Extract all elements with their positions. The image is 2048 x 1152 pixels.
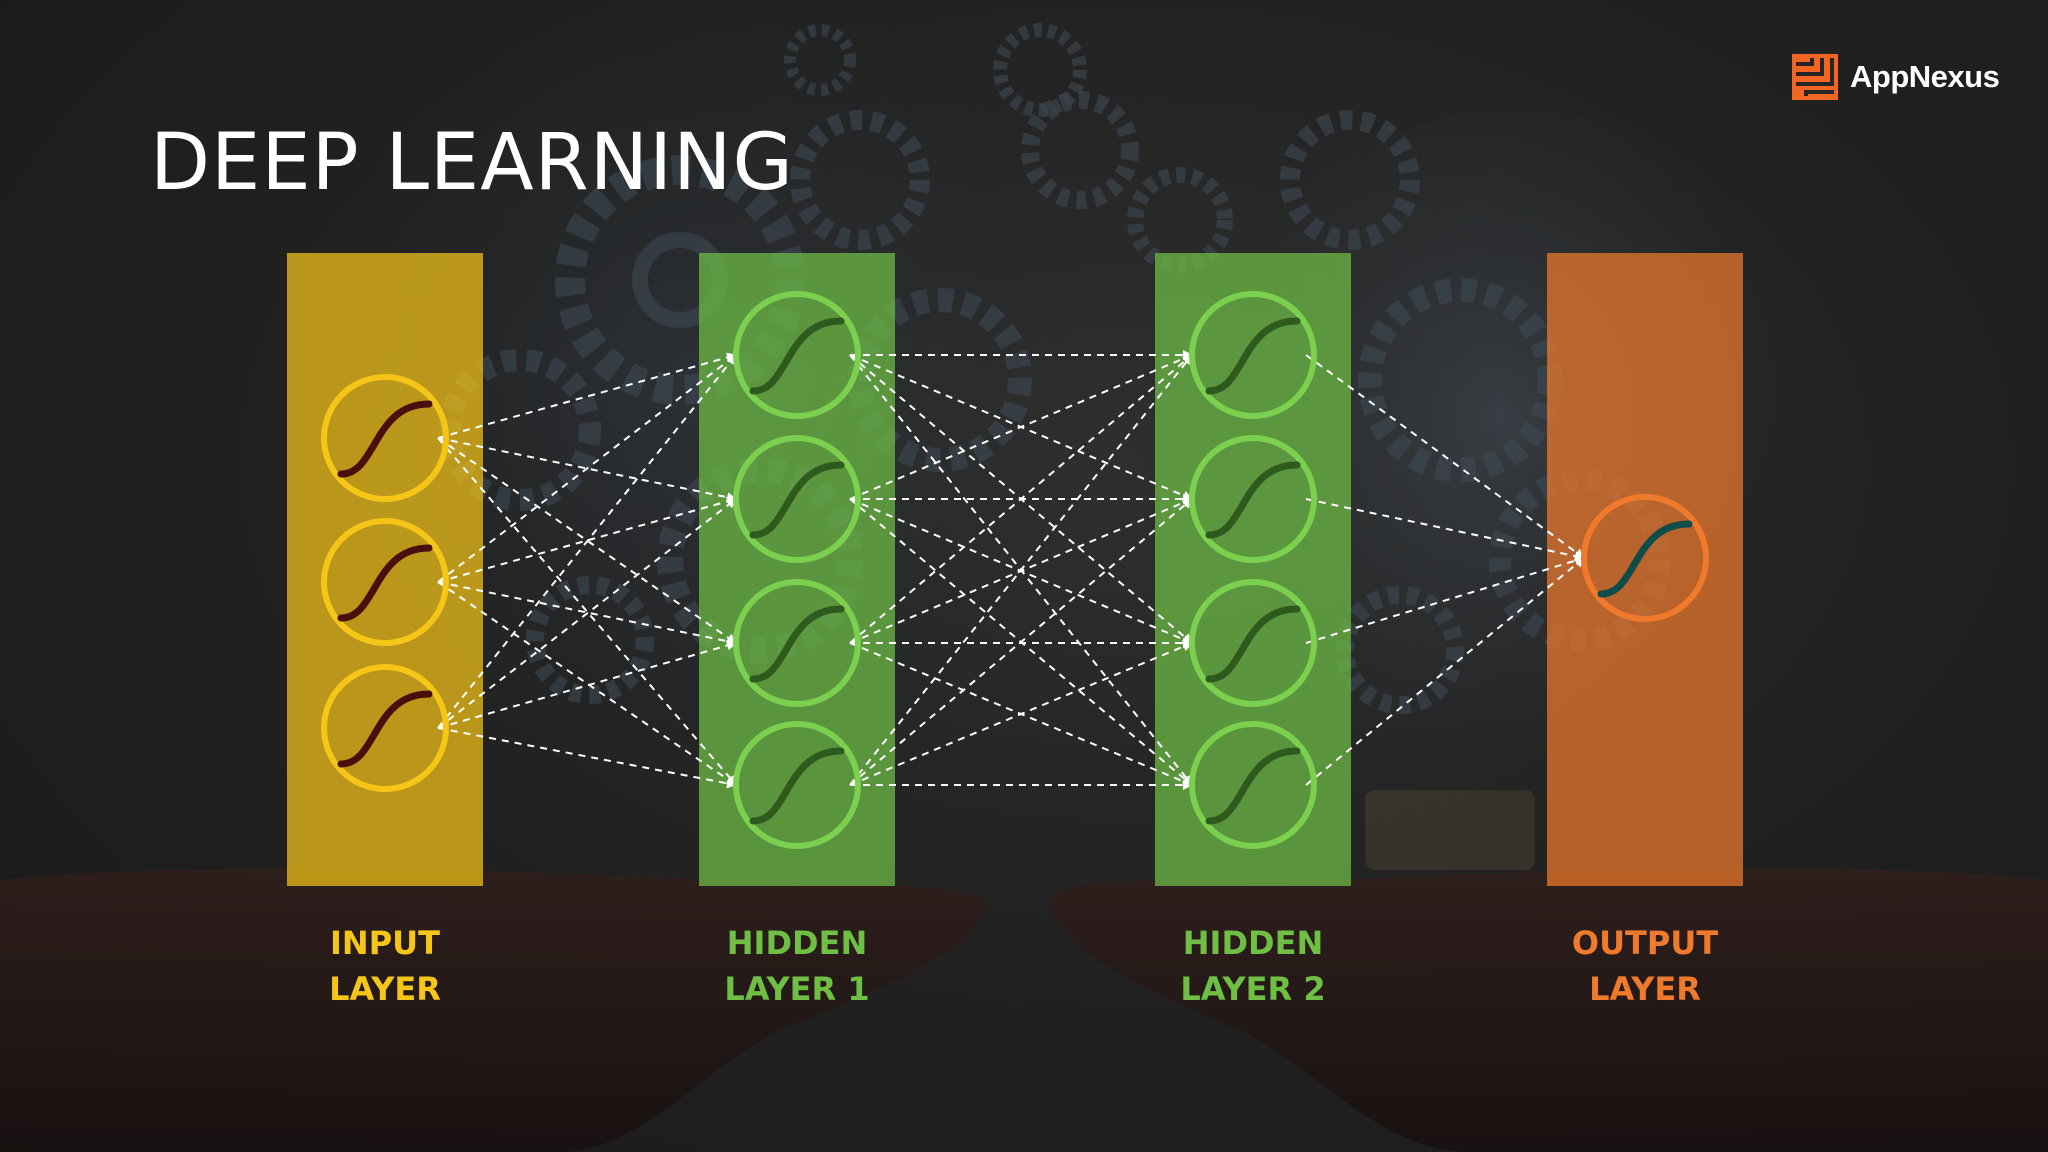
connection-input-1-to-hidden-1-2 (437, 437, 737, 503)
logo-text: AppNexus (1850, 59, 2000, 94)
layer-label-line1: HIDDEN (726, 924, 868, 962)
connection-hidden-2-1-to-output-1 (1305, 354, 1585, 559)
right-hand-icon (1049, 868, 2048, 1152)
neuron-hidden-1-1 (733, 291, 861, 419)
connection-hidden-1-4-to-hidden-2-1 (849, 354, 1193, 786)
neuron-input-1 (321, 374, 449, 502)
layer-panel-output (1547, 253, 1743, 886)
connection-hidden-1-2-to-hidden-2-1 (849, 353, 1193, 500)
sigmoid-curve-icon (749, 747, 845, 825)
sigmoid-curve-icon (337, 544, 433, 622)
connection-input-3-to-hidden-1-1 (437, 354, 737, 729)
sigmoid-curve-icon (749, 317, 845, 395)
connection-hidden-1-4-to-hidden-2-2 (849, 498, 1193, 786)
sigmoid-curve-icon (1205, 605, 1301, 683)
bulb-base-icon (1365, 790, 1535, 870)
sigmoid-curve-icon (1205, 317, 1301, 395)
neuron-hidden-1-4 (733, 721, 861, 849)
neuron-hidden-2-3 (1189, 579, 1317, 707)
connection-hidden-1-4-to-hidden-2-3 (849, 641, 1193, 786)
connection-input-3-to-hidden-1-4 (437, 727, 737, 789)
layer-label-line2: LAYER 2 (1180, 970, 1326, 1008)
sigmoid-curve-icon (749, 461, 845, 539)
connection-hidden-2-4-to-output-1 (1305, 557, 1585, 786)
slide-title: DEEP LEARNING (150, 118, 794, 208)
layer-label-line2: LAYER (329, 970, 441, 1008)
sigmoid-curve-icon (337, 690, 433, 768)
neuron-hidden-2-1 (1189, 291, 1317, 419)
neuron-hidden-2-2 (1189, 435, 1317, 563)
appnexus-logo: AppNexus (1792, 54, 2000, 100)
neuron-output-1 (1581, 494, 1709, 622)
layer-label-input: INPUT LAYER (255, 920, 515, 1012)
neuron-hidden-2-4 (1189, 721, 1317, 849)
layer-label-output: OUTPUT LAYER (1515, 920, 1775, 1012)
layer-label-hidden-1: HIDDEN LAYER 1 (667, 920, 927, 1012)
sigmoid-curve-icon (749, 605, 845, 683)
layer-label-line1: INPUT (330, 924, 440, 962)
left-hand-icon (0, 868, 986, 1152)
layer-label-line1: HIDDEN (1182, 924, 1324, 962)
connection-input-3-to-hidden-1-2 (437, 498, 737, 729)
neuron-input-3 (321, 664, 449, 792)
connection-hidden-2-3-to-output-1 (1305, 555, 1585, 644)
sigmoid-curve-icon (1597, 520, 1693, 598)
neuron-hidden-1-2 (733, 435, 861, 563)
connection-input-1-to-hidden-1-3 (437, 437, 737, 644)
sigmoid-curve-icon (337, 400, 433, 478)
layer-label-line2: LAYER 1 (724, 970, 870, 1008)
neuron-hidden-1-3 (733, 579, 861, 707)
connection-hidden-2-2-to-output-1 (1305, 498, 1585, 562)
layer-label-hidden-2: HIDDEN LAYER 2 (1123, 920, 1383, 1012)
layer-label-line2: LAYER (1589, 970, 1701, 1008)
connection-input-1-to-hidden-1-4 (437, 437, 737, 786)
connection-input-2-to-hidden-1-3 (437, 581, 737, 647)
layer-label-line1: OUTPUT (1571, 924, 1719, 962)
connection-hidden-1-3-to-hidden-2-1 (849, 354, 1193, 644)
appnexus-logo-icon (1792, 54, 1838, 100)
neuron-input-2 (321, 518, 449, 646)
sigmoid-curve-icon (1205, 747, 1301, 825)
connection-input-2-to-hidden-1-4 (437, 581, 737, 786)
sigmoid-curve-icon (1205, 461, 1301, 539)
connection-input-2-to-hidden-1-1 (437, 354, 737, 583)
